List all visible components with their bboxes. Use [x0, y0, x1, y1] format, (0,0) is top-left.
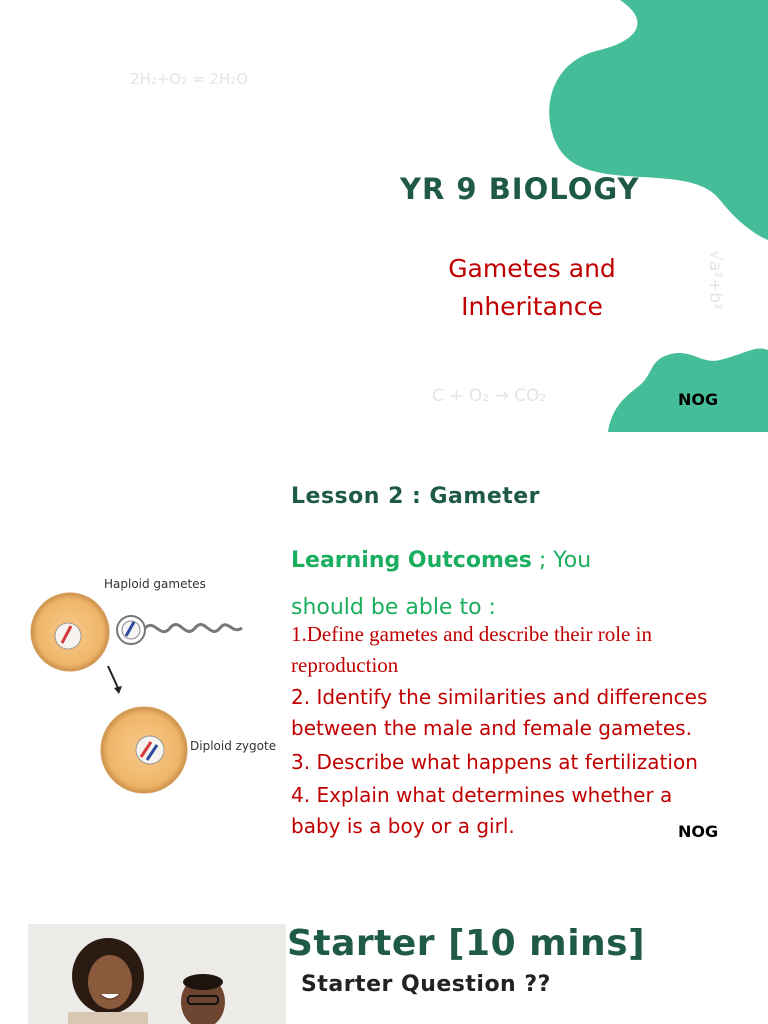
outcomes-intro-2: should be able to :	[291, 595, 496, 620]
egg-nucleus	[54, 622, 82, 650]
author-initials-2: NOG	[678, 822, 719, 841]
arrow-line	[107, 665, 119, 689]
zygote-nucleus	[135, 735, 165, 765]
objective-4: 4. Explain what determines whether a bab…	[291, 783, 673, 838]
subtitle-line-2: Inheritance	[461, 292, 603, 321]
formula-pythagoras: √a²+b²	[705, 250, 725, 310]
slide-title: YR 9 BIOLOGY	[400, 172, 640, 206]
label-haploid: Haploid gametes	[104, 577, 206, 591]
gamete-diagram-svg: Haploid gametes Diploid zygote	[30, 577, 276, 794]
family-photo	[28, 924, 286, 1024]
subtitle-line-1: Gametes and	[448, 254, 616, 283]
objective-3: 3. Describe what happens at fertilizatio…	[291, 750, 698, 774]
learning-outcomes: Learning Outcomes ; You should be able t…	[291, 537, 671, 631]
sperm-tail	[143, 623, 243, 634]
lesson-title: Lesson 2 : Gameter	[291, 484, 541, 509]
lesson-slide	[0, 448, 768, 880]
arrow-head	[114, 686, 122, 694]
woman-body	[68, 1012, 148, 1024]
bottom-right-blob	[608, 348, 768, 432]
zygote-chromosome-blue	[145, 744, 159, 761]
title-slide: 2H₂+O₂ = 2H₂O C + O₂ → CO₂ √a²+b² YR 9 B…	[0, 0, 768, 432]
slide-subtitle: Gametes and Inheritance	[420, 250, 644, 326]
objective-1: 1.Define gametes and describe their role…	[291, 622, 652, 677]
gamete-diagram: Haploid gametes Diploid zygote	[20, 560, 280, 830]
formula-co2: C + O₂ → CO₂	[432, 386, 547, 406]
woman-smile	[99, 993, 121, 1000]
starter-question: Starter Question ??	[301, 972, 551, 997]
egg-chromosome	[60, 625, 73, 644]
outcomes-intro-1: ; You	[531, 548, 592, 573]
formula-water: 2H₂+O₂ = 2H₂O	[130, 70, 248, 88]
sperm-chromosome	[124, 621, 136, 637]
author-initials: NOG	[678, 390, 719, 409]
woman-face	[88, 955, 132, 1009]
outcomes-heading: Learning Outcomes	[291, 548, 532, 573]
label-zygote: Diploid zygote	[190, 739, 276, 753]
top-right-blob	[549, 0, 768, 240]
decorative-blobs	[549, 0, 768, 432]
family-photo-svg	[28, 924, 286, 1024]
zygote-chromosome-red	[139, 741, 153, 758]
starter-heading: Starter [10 mins]	[287, 923, 646, 964]
objective-2: 2. Identify the similarities and differe…	[291, 685, 708, 740]
man-hair	[183, 974, 223, 990]
man-glasses	[187, 995, 219, 1005]
